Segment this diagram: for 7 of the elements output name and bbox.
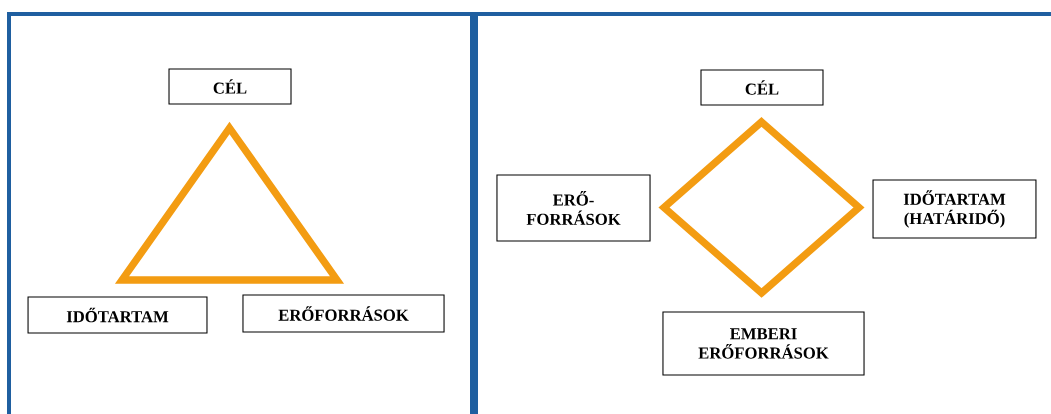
label-box: CÉL [700,69,824,106]
label-box: IDŐTARTAM (HATÁRIDŐ) [872,179,1037,239]
label-box: ERŐFORRÁSOK [242,294,445,333]
label-box: IDŐTARTAM [27,296,208,334]
label-box: ERŐ- FORRÁSOK [496,174,651,242]
label-box: CÉL [168,68,292,105]
label-box: EMBERI ERŐFORRÁSOK [662,311,865,376]
